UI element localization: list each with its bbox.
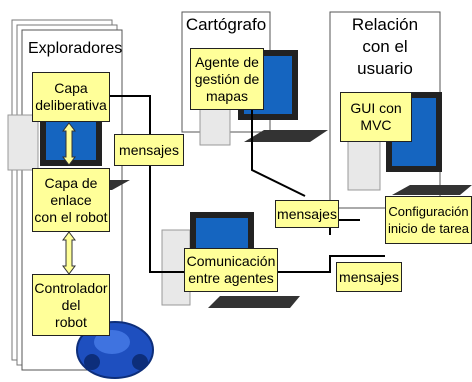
gui-mvc-box: GUI con MVC <box>340 92 412 142</box>
mensajes-note: mensajes <box>275 200 339 228</box>
capa-enlace-box: Capa de enlace con el robot <box>32 168 110 232</box>
mensajes-note: mensajes <box>114 134 184 166</box>
mensajes-note: mensajes <box>336 262 402 292</box>
comunicacion-box: Comunicación entre agentes <box>184 248 278 292</box>
cartografo-title: Cartógrafo <box>185 15 267 34</box>
controlador-robot-box: Controlador del robot <box>32 274 110 336</box>
agente-mapas-box: Agente de gestión de mapas <box>190 48 264 110</box>
capa-deliberativa-box: Capa deliberativa <box>32 72 110 122</box>
exploradores-title: Exploradores <box>28 40 123 57</box>
robot-icon <box>76 321 154 379</box>
relacion-title: Relación con el usuario <box>351 15 419 78</box>
double-arrow-icon <box>62 122 76 166</box>
configuracion-box: Configuración inicio de tarea <box>385 196 472 244</box>
